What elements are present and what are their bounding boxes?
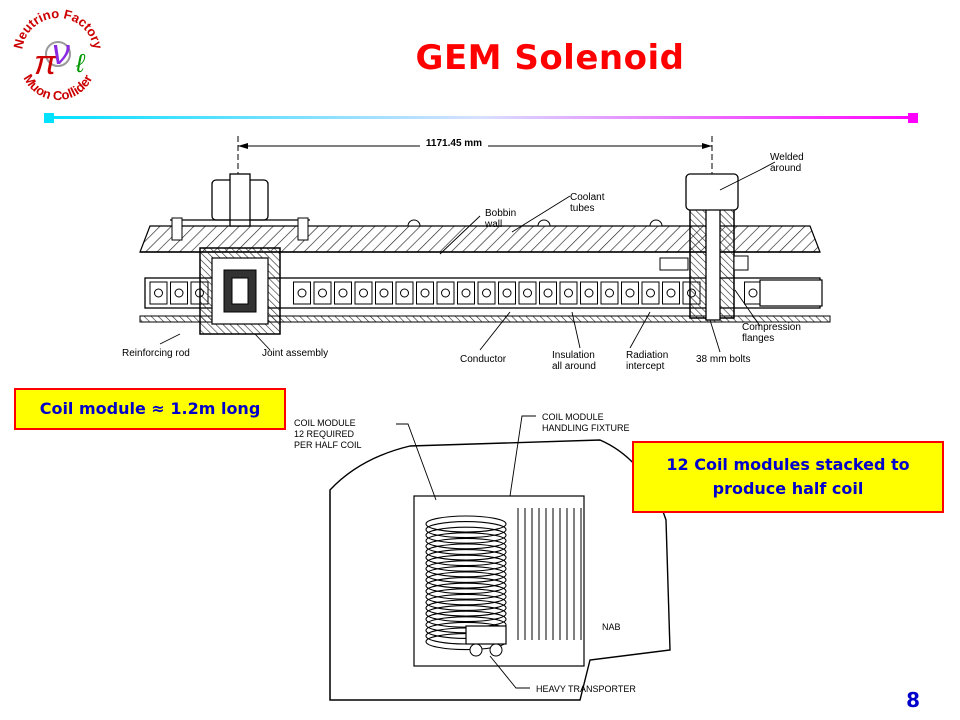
logo-mu-circle (45, 41, 71, 67)
label-insulation-line2: all around (552, 361, 596, 372)
label-welded-line1: Welded (770, 152, 804, 163)
label-welded-around: Welded around (770, 152, 807, 174)
coil-length-callout: Coil module ≈ 1.2m long (14, 388, 286, 430)
label-reinforcing-rod: Reinforcing rod (122, 348, 190, 359)
logo-nu-glyph: ν (52, 31, 70, 72)
label-radiation-intercept: Radiation intercept (626, 350, 671, 372)
label-radiation-line1: Radiation (626, 350, 668, 361)
label-insulation: Insulation all around (552, 350, 598, 372)
stacked-modules-callout: 12 Coil modules stacked to produce half … (632, 441, 944, 513)
half-coil-assembly-drawing: COIL MODULE 12 REQUIRED PER HALF COIL CO… (294, 412, 671, 701)
label-bobbin-wall: Bobbin wall (484, 208, 519, 230)
label-38mm-bolts: 38 mm bolts (696, 354, 750, 365)
label-coil-module-line2: 12 REQUIRED (294, 429, 355, 439)
stacked-coil-rings (425, 515, 507, 651)
label-coolant-line2: tubes (570, 203, 594, 214)
label-coil-module-required: COIL MODULE 12 REQUIRED PER HALF COIL (294, 418, 362, 450)
label-coil-module-line3: PER HALF COIL (294, 440, 362, 450)
coil-module-cross-section-drawing: 1171.45 mm Welded a (122, 135, 831, 372)
logo-ell-glyph: ℓ (75, 48, 86, 78)
label-bobbin-line1: Bobbin (485, 208, 516, 219)
neutrino-factory-logo: Neutrino Factory Muon Collider π ν ℓ (10, 6, 105, 103)
label-insulation-line1: Insulation (552, 350, 595, 361)
logo-pi-glyph: π (34, 44, 58, 82)
label-radiation-line2: intercept (626, 361, 665, 372)
label-welded-line2: around (770, 163, 801, 174)
page-number: 8 (906, 688, 920, 712)
label-heavy-transporter: HEAVY TRANSPORTER (536, 684, 636, 694)
label-coil-module-line1: COIL MODULE (294, 418, 356, 428)
label-nab: NAB (602, 622, 621, 632)
page-title: GEM Solenoid (415, 38, 685, 78)
label-compression-line1: Compression (742, 322, 801, 333)
dimension-label: 1171.45 mm (426, 138, 482, 149)
label-handling-fixture: COIL MODULE HANDLING FIXTURE (542, 412, 630, 433)
label-joint-assembly: Joint assembly (262, 348, 328, 359)
label-bobbin-line2: wall (484, 219, 502, 230)
title-divider-bar (44, 113, 918, 123)
label-fixture-line2: HANDLING FIXTURE (542, 423, 630, 433)
support-rods (517, 508, 582, 640)
label-conductor: Conductor (460, 354, 507, 365)
label-fixture-line1: COIL MODULE (542, 412, 604, 422)
label-compression-line2: flanges (742, 333, 774, 344)
label-coolant-tubes: Coolant tubes (570, 192, 607, 214)
label-coolant-line1: Coolant (570, 192, 605, 203)
label-compression-flanges: Compression flanges (742, 322, 804, 344)
